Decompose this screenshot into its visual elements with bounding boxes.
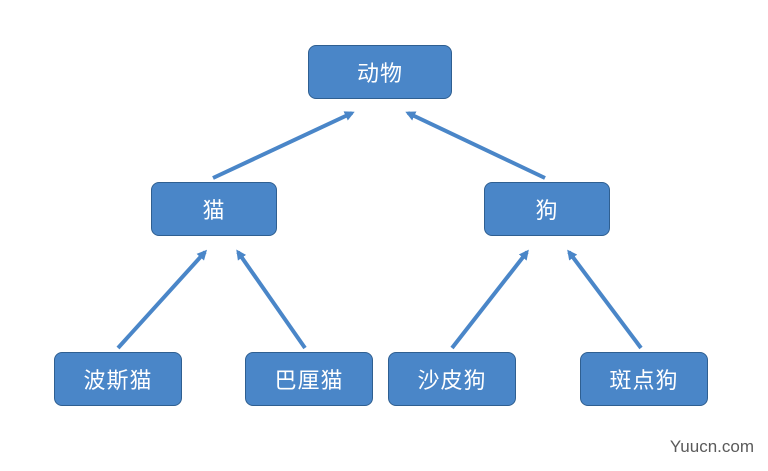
node-label-bali-cat: 巴厘猫 [274, 369, 344, 394]
node-persian-cat: 波斯猫 [54, 352, 182, 406]
watermark-text: Yuucn.com [669, 437, 754, 456]
node-label-dog: 狗 [535, 199, 559, 224]
arrow-sharpei-to-dog [450, 249, 529, 350]
node-dog: 狗 [484, 182, 610, 236]
arrow-persian-to-cat [116, 249, 208, 350]
node-animal: 动物 [308, 45, 452, 99]
arrow-cat-to-animal [212, 111, 355, 180]
node-label-dalmatian: 斑点狗 [609, 369, 679, 394]
node-bali-cat: 巴厘猫 [245, 352, 373, 406]
arrow-bali-to-cat [236, 249, 307, 350]
node-dalmatian: 斑点狗 [580, 352, 708, 406]
node-label-persian-cat: 波斯猫 [83, 369, 153, 394]
arrow-dog-to-animal [405, 111, 546, 180]
node-shar-pei: 沙皮狗 [388, 352, 516, 406]
node-label-shar-pei: 沙皮狗 [417, 369, 487, 394]
arrow-dalmatian-to-dog [567, 249, 643, 350]
node-cat: 猫 [151, 182, 277, 236]
node-label-cat: 猫 [202, 199, 226, 224]
node-label-animal: 动物 [356, 62, 403, 87]
